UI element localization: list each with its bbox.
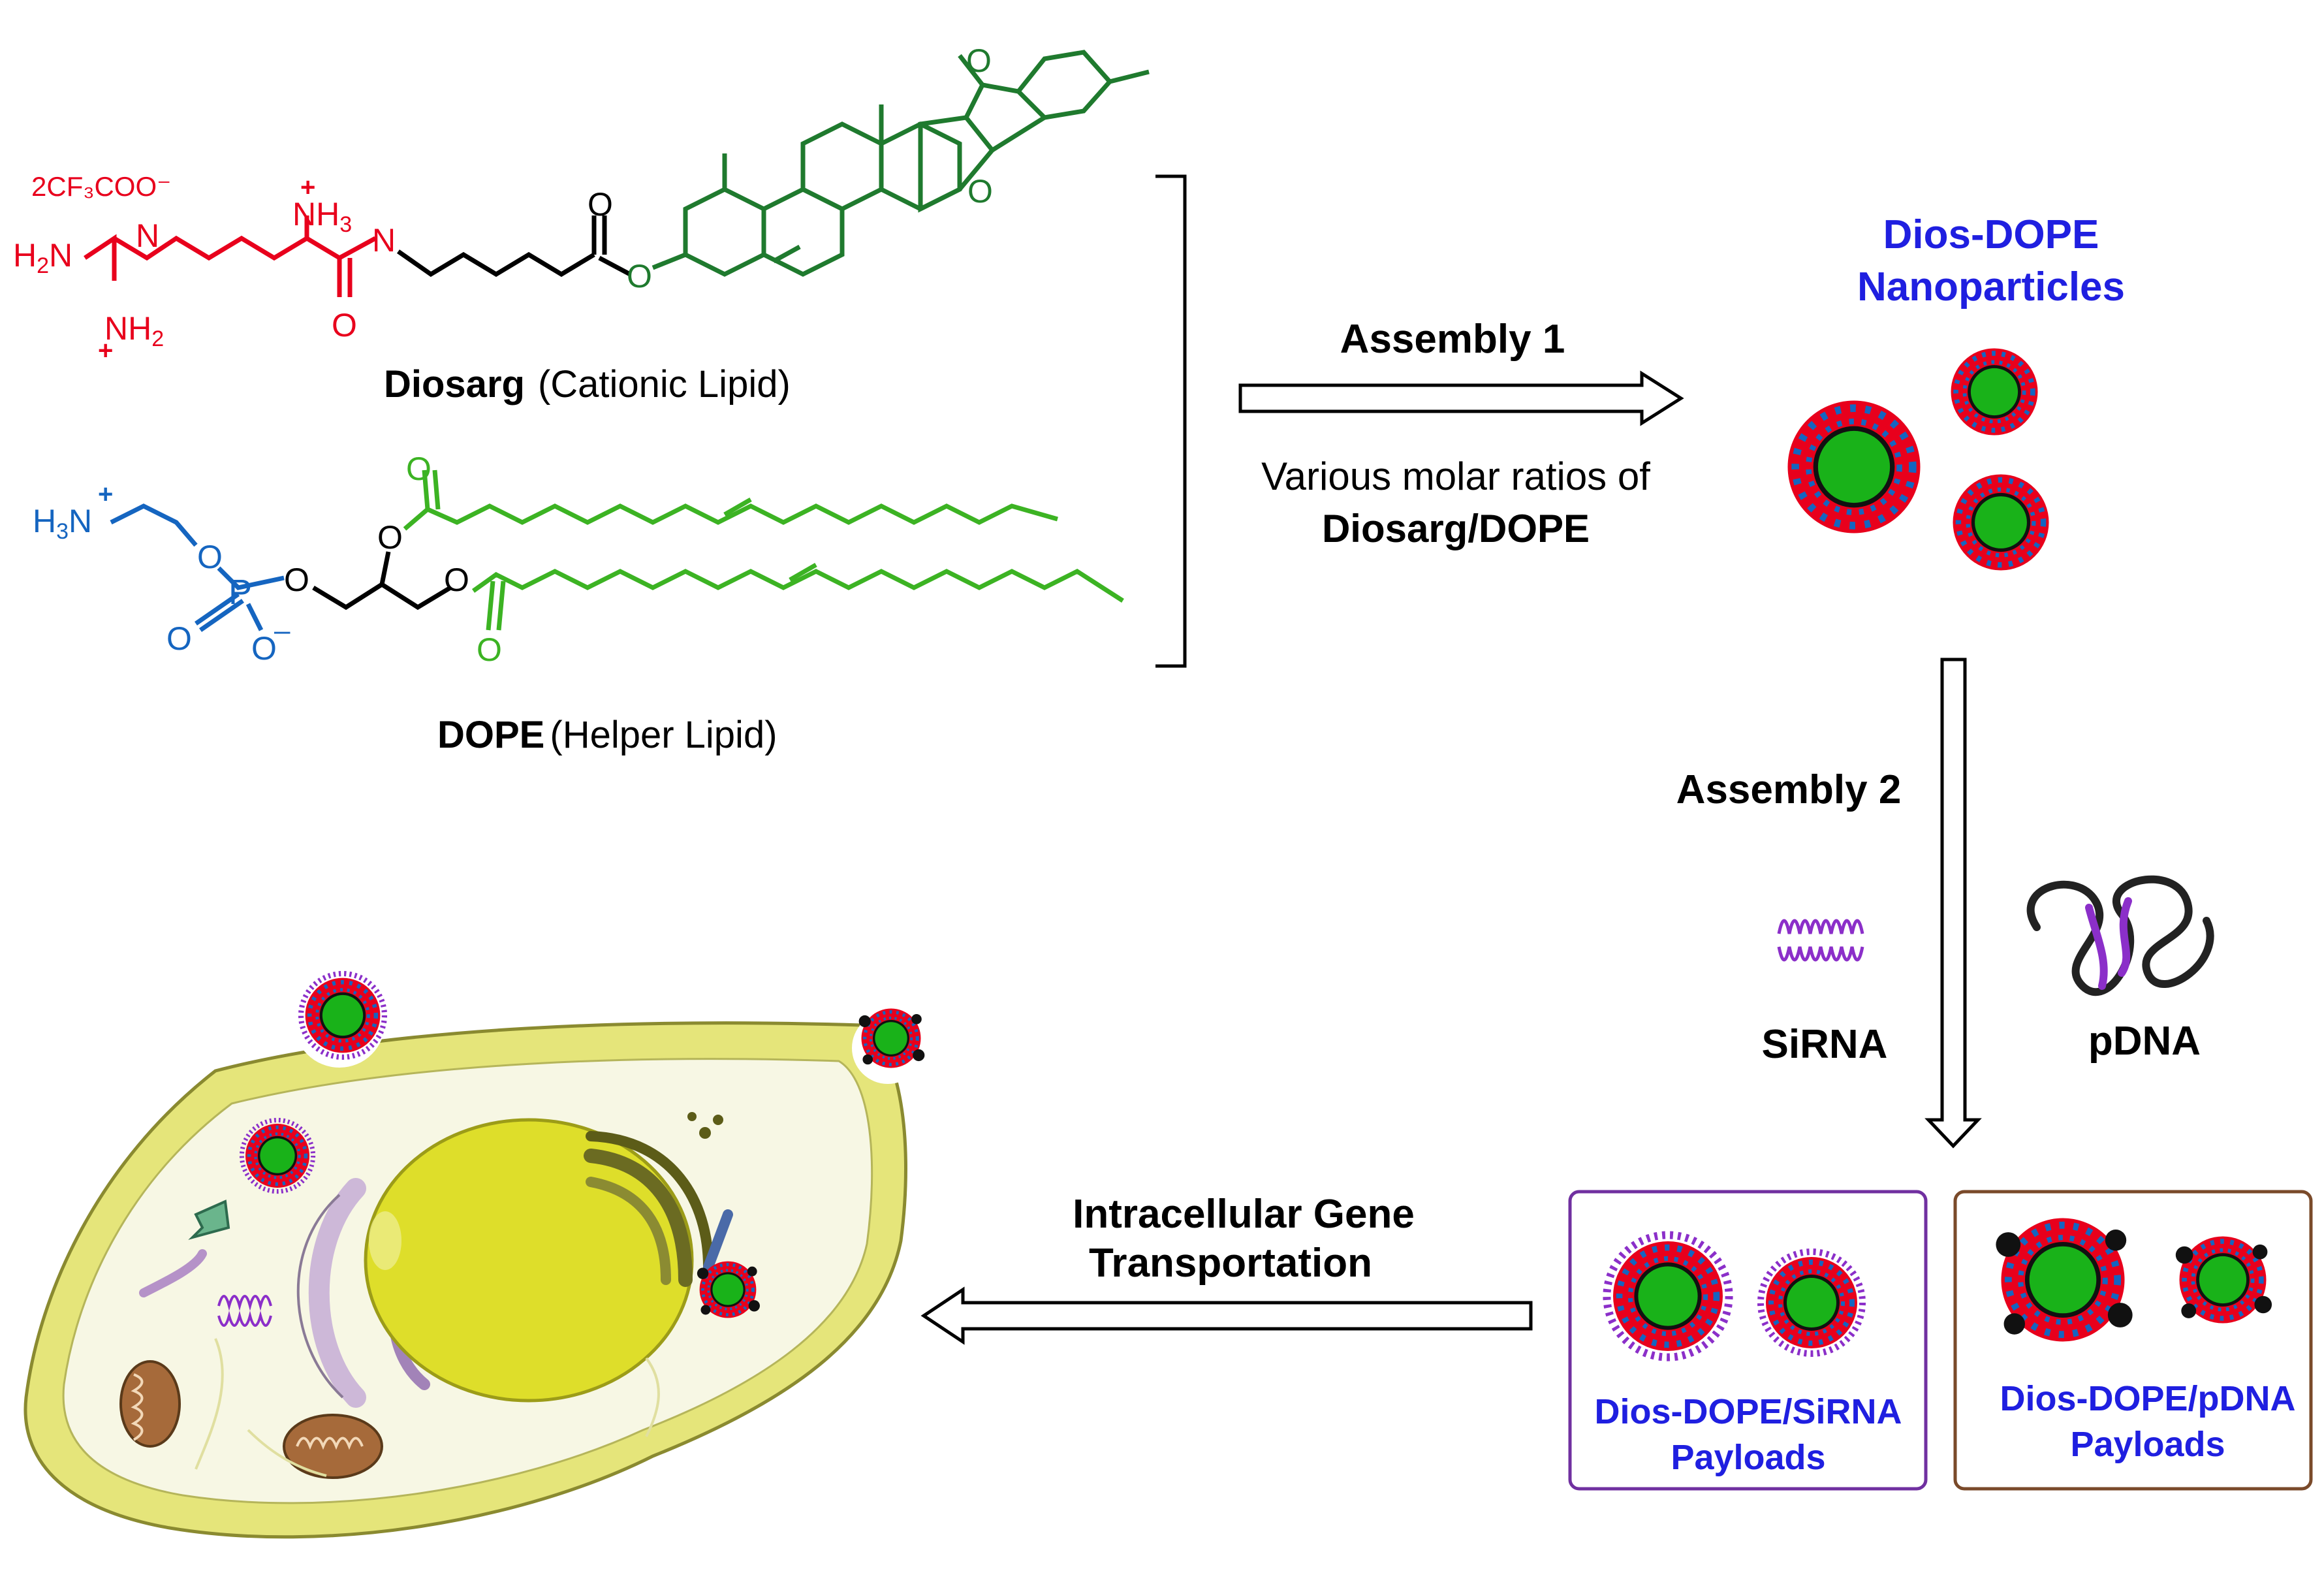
nh3-plus: +: [300, 173, 315, 202]
dope-o-minus: O: [251, 630, 277, 667]
amide-n-label: N: [372, 222, 396, 259]
oleoyl-chains: [403, 469, 1124, 631]
dope-o-carbonyl2: O: [477, 631, 502, 668]
hexanoyl-linker: [396, 215, 631, 278]
nucleus: [364, 1118, 694, 1403]
nanoparticle-large: [1788, 401, 1921, 533]
dope-o-glycerol: O: [284, 562, 309, 598]
nh-link-label: N: [136, 217, 159, 254]
sirna-icon: [1777, 919, 1864, 962]
assembly-1-desc-line1: Various molar ratios of: [1261, 454, 1650, 498]
assembly-2-step: Assembly 2 SiRNA pDNA: [1676, 658, 2214, 1149]
nh3-label: NH3: [292, 196, 352, 237]
nanoparticles-title-line2: Nanoparticles: [1857, 264, 2125, 310]
mitochondrion-left: [119, 1360, 181, 1448]
cytoskeleton: [195, 1338, 660, 1477]
mitochondrion-right: [283, 1414, 383, 1479]
dope-o-ester1: O: [377, 519, 403, 556]
diosgenin-steroid: [652, 50, 1150, 277]
sirna-payload-line1: Dios-DOPE/SiRNA: [1594, 1392, 1902, 1431]
assembly-1-title: Assembly 1: [1340, 317, 1565, 362]
sirna-payload-box: Dios-DOPE/SiRNA Payloads: [1568, 1190, 1928, 1491]
intracellular-transport-step: Intracellular Gene Transportation: [920, 1192, 1533, 1345]
nh2-label: NH2: [104, 310, 164, 351]
cell-np-near-nucleus: [697, 1262, 760, 1318]
assembly-1-arrow: [1238, 370, 1684, 426]
dope-o-double: O: [166, 620, 192, 657]
dope-h3n-label: H3N: [33, 503, 92, 544]
dope-n-plus: +: [98, 480, 113, 509]
nanoparticles-title-line1: Dios-DOPE: [1883, 212, 2099, 257]
assembly-2-arrow: [1924, 658, 1982, 1149]
dope-caption: DOPE(Helper Lipid): [437, 714, 777, 756]
amide-o-label: O: [332, 307, 357, 343]
glycerol-backbone: [312, 551, 452, 611]
diosarg-counterion: 2CF₃COO⁻: [31, 171, 171, 202]
ester-o-label: O: [627, 258, 652, 294]
diosarg-caption: Diosarg(Cationic Lipid): [384, 363, 791, 405]
ethanolamine-phosphate: [110, 503, 285, 632]
sirna-label: SiRNA: [1762, 1022, 1888, 1067]
h2n-label: H2N: [13, 237, 72, 278]
assembly-2-title: Assembly 2: [1676, 767, 1902, 812]
pdna-icon: [2026, 875, 2214, 996]
pdna-payload-line2: Payloads: [2070, 1425, 2225, 1464]
dios-dope-nanoparticles: Dios-DOPE Nanoparticles: [1788, 212, 2125, 571]
dope-structure: H3N + O P O O – O O O: [33, 451, 1124, 756]
carbonyl-o-label: O: [588, 186, 613, 223]
pdna-payload-np-small: [2176, 1237, 2272, 1324]
dope-o-carbonyl1: O: [406, 451, 432, 487]
assembly-1-step: Assembly 1 Various molar ratios of Diosa…: [1238, 317, 1684, 550]
transport-arrow: [920, 1286, 1533, 1345]
ring-o-lower: O: [967, 173, 993, 210]
vesicle: [188, 1200, 230, 1240]
dope-p: P: [228, 573, 252, 612]
cell-np-membrane-right: [859, 1009, 925, 1068]
dope-o-ester2: O: [444, 562, 469, 598]
cytoplasmic-sirna: [217, 1295, 272, 1327]
lipids-bracket: [1155, 174, 1187, 668]
nucleolus: [369, 1211, 401, 1270]
transport-line2: Transportation: [1089, 1241, 1372, 1286]
sirna-payload-line2: Payloads: [1671, 1438, 1825, 1477]
assembly-1-desc-line2: Diosarg/DOPE: [1322, 507, 1590, 550]
blue-rod: [703, 1209, 733, 1272]
golgi-apparatus: [584, 1112, 723, 1287]
diosarg-structure: 2CF₃COO⁻ H2N N NH3 + NH2 + O N O O: [13, 42, 1150, 405]
cell-illustration: [24, 974, 925, 1539]
purple-organelle: [139, 1249, 207, 1297]
ring-o-upper: O: [966, 42, 992, 79]
pdna-payload-np-large: [1996, 1218, 2132, 1342]
dope-minus: –: [274, 614, 290, 646]
dope-o-link: O: [197, 539, 223, 575]
pdna-payload-box: Dios-DOPE/pDNA Payloads: [1953, 1190, 2313, 1491]
transport-line1: Intracellular Gene: [1073, 1192, 1415, 1237]
nh2-plus: +: [98, 336, 113, 365]
arginine-headgroup: [84, 215, 377, 297]
pdna-payload-line1: Dios-DOPE/pDNA: [2000, 1379, 2295, 1418]
nanoparticle-small-bottom: [1953, 475, 2049, 571]
pdna-label: pDNA: [2088, 1019, 2201, 1064]
endoplasmic-reticulum: [308, 1178, 366, 1408]
nanoparticle-small-top: [1951, 349, 2038, 436]
